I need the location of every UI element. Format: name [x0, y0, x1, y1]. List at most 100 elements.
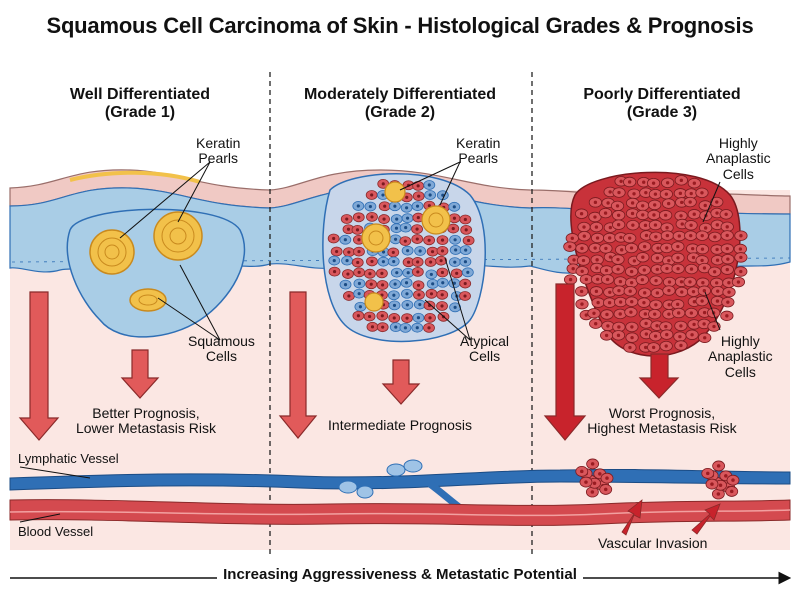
- cell-nucleus: [571, 266, 575, 271]
- cell-nucleus: [679, 178, 684, 183]
- cell-nucleus: [665, 266, 669, 271]
- cell-nucleus: [667, 312, 671, 316]
- cell-nucleus: [592, 481, 597, 485]
- cell-nucleus: [667, 303, 671, 307]
- cell-nucleus: [405, 206, 409, 210]
- cell-nucleus: [429, 272, 433, 276]
- cell-nucleus: [664, 344, 668, 348]
- cell-nucleus: [655, 324, 659, 328]
- cell-nucleus: [617, 288, 621, 293]
- cell-nucleus: [703, 226, 708, 230]
- cell-nucleus: [395, 217, 399, 221]
- cell-nucleus: [440, 270, 444, 275]
- cell-nucleus: [427, 238, 431, 242]
- label-line: Pearls: [198, 150, 239, 167]
- cell-nucleus: [463, 281, 467, 286]
- cell-nucleus: [584, 277, 589, 282]
- cell-nucleus: [725, 225, 729, 229]
- cell-nucleus: [346, 272, 350, 276]
- cell-nucleus: [467, 238, 471, 243]
- prognosis-line: Worst Prognosis,: [608, 405, 716, 421]
- cell-nucleus: [595, 266, 599, 270]
- cell-nucleus: [727, 290, 731, 294]
- cell-nucleus: [630, 300, 634, 304]
- cell-nucleus: [440, 238, 445, 242]
- cell-nucleus: [653, 223, 658, 227]
- cell-nucleus: [642, 300, 646, 305]
- cell-nucleus: [726, 257, 730, 261]
- cell-nucleus: [451, 226, 455, 231]
- prognosis-line: Highest Metastasis Risk: [587, 420, 737, 437]
- cell-nucleus: [403, 326, 407, 330]
- cell-nucleus: [676, 311, 681, 315]
- cell-nucleus: [357, 292, 361, 296]
- cell-nucleus: [357, 215, 361, 219]
- cell-nucleus: [632, 259, 637, 263]
- cell-nucleus: [357, 270, 361, 274]
- cell-nucleus: [357, 250, 361, 254]
- cell-nucleus: [643, 223, 648, 228]
- cell-nucleus: [644, 233, 649, 238]
- cell-nucleus: [715, 211, 719, 215]
- cell-nucleus: [440, 293, 444, 297]
- cell-nucleus: [651, 181, 656, 185]
- vascular-invasion-arrows: [621, 499, 721, 536]
- prognosis-line: Better Prognosis,: [92, 405, 200, 421]
- cell-nucleus: [692, 300, 697, 304]
- cell-nucleus: [431, 282, 435, 286]
- cell-nucleus: [343, 283, 348, 287]
- cell-nucleus: [394, 226, 399, 230]
- cell-nucleus: [631, 223, 635, 227]
- label-line: Anaplastic: [708, 348, 773, 365]
- cell-nucleus: [335, 249, 339, 254]
- cell-nucleus: [644, 190, 648, 195]
- cell-nucleus: [627, 180, 632, 184]
- cell-nucleus: [700, 233, 704, 238]
- cell-nucleus: [603, 211, 608, 215]
- label-line: Highly: [718, 135, 758, 151]
- cell-nucleus: [405, 316, 409, 320]
- cell-nucleus: [679, 280, 684, 284]
- cell-nucleus: [428, 193, 432, 197]
- cell-nucleus: [691, 246, 695, 251]
- grade3-grade: (Grade 3): [626, 103, 698, 121]
- cell-nucleus: [347, 250, 351, 254]
- label-line: Anaplastic: [706, 150, 771, 167]
- cell-nucleus: [692, 212, 696, 216]
- cell-nucleus: [358, 305, 362, 309]
- cell-nucleus: [727, 281, 731, 285]
- cell-nucleus: [454, 248, 458, 252]
- cell-nucleus: [630, 325, 634, 329]
- grade2-keratin-pearls: [361, 181, 451, 312]
- grade3-name: Poorly Differentiated: [583, 86, 741, 103]
- cell-nucleus: [380, 283, 385, 287]
- cell-nucleus: [619, 235, 623, 240]
- cell-nucleus: [679, 324, 683, 328]
- cell-nucleus: [642, 180, 646, 184]
- cell-nucleus: [607, 236, 612, 240]
- cell-nucleus: [690, 333, 694, 337]
- cell-nucleus: [582, 234, 586, 238]
- cell-nucleus: [464, 248, 468, 252]
- prognosis-line: Lower Metastasis Risk: [75, 420, 217, 437]
- grade2-atypical-label: Atypical Cells: [460, 333, 509, 365]
- cell-nucleus: [716, 289, 720, 293]
- cell-nucleus: [608, 225, 613, 230]
- cell-nucleus: [619, 179, 623, 183]
- cell-nucleus: [644, 332, 649, 336]
- cell-nucleus: [605, 312, 609, 317]
- cell-nucleus: [608, 290, 612, 294]
- cell-nucleus: [663, 213, 668, 217]
- cell-nucleus: [616, 223, 621, 227]
- cell-nucleus: [580, 469, 584, 474]
- cell-nucleus: [689, 233, 693, 238]
- cell-nucleus: [643, 345, 648, 350]
- cell-nucleus: [393, 237, 398, 241]
- page-title: Squamous Cell Carcinoma of Skin - Histol…: [46, 13, 754, 38]
- cell-nucleus: [463, 260, 467, 264]
- cell-nucleus: [392, 316, 396, 320]
- aggressiveness-label: Increasing Aggressiveness & Metastatic P…: [0, 566, 800, 584]
- cell-nucleus: [405, 216, 410, 220]
- cell-nucleus: [715, 281, 719, 285]
- cell-nucleus: [452, 281, 456, 285]
